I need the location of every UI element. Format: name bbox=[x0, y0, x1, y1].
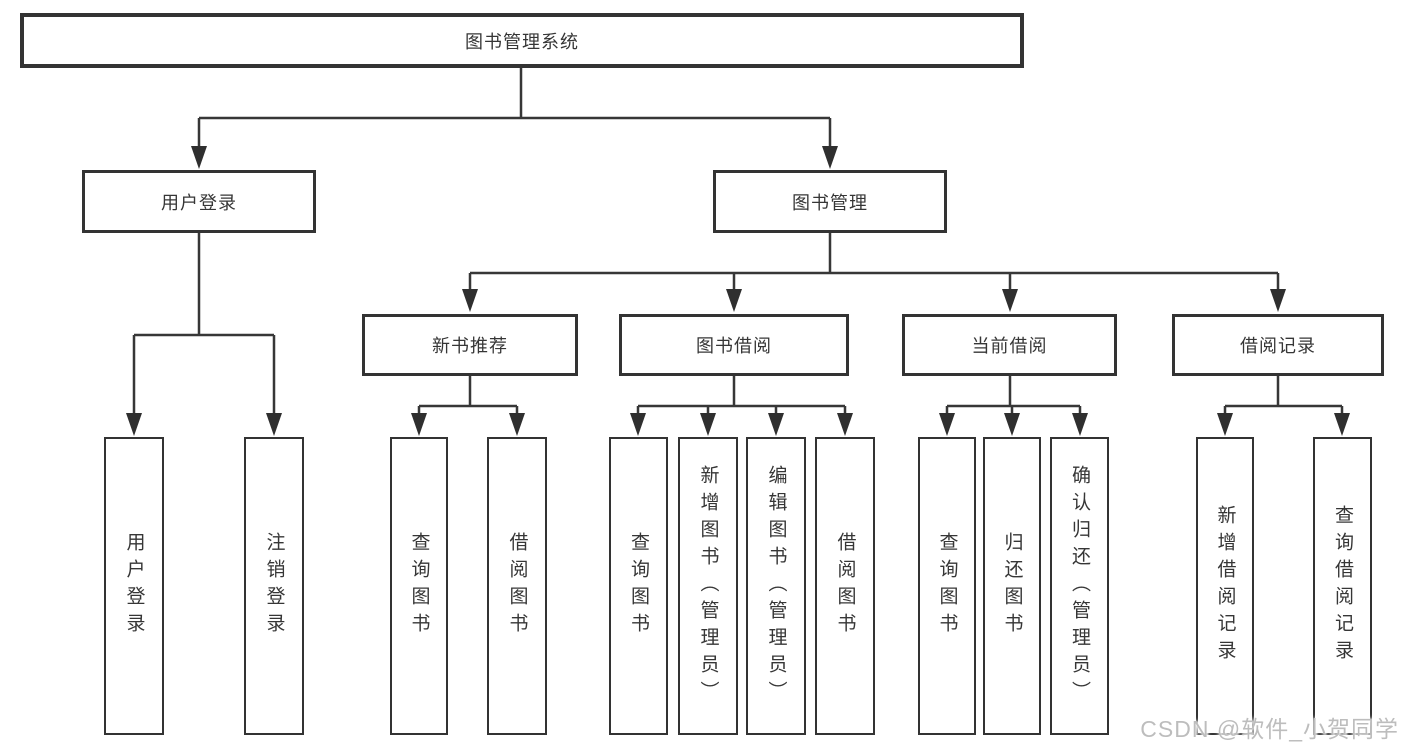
leaf-confirm-return-admin-label: 确认归还（管理员） bbox=[1069, 464, 1090, 708]
node-book-borrow: 图书借阅 bbox=[619, 314, 849, 376]
leaf-query-book-1: 查询图书 bbox=[390, 437, 448, 735]
leaf-borrow-book-1-label: 借阅图书 bbox=[506, 532, 528, 640]
leaf-return-book: 归还图书 bbox=[983, 437, 1041, 735]
node-new-book-recommend: 新书推荐 bbox=[362, 314, 578, 376]
node-borrow-records: 借阅记录 bbox=[1172, 314, 1384, 376]
node-book-borrow-label: 图书借阅 bbox=[696, 336, 772, 356]
leaf-query-book-2-label: 查询图书 bbox=[628, 532, 649, 640]
leaf-add-book-admin: 新增图书（管理员） bbox=[678, 437, 738, 735]
node-current-borrow-label: 当前借阅 bbox=[971, 336, 1048, 356]
arrowheads bbox=[126, 146, 1350, 436]
leaf-query-book-2: 查询图书 bbox=[609, 437, 668, 735]
node-user-login-label: 用户登录 bbox=[161, 192, 237, 213]
leaf-user-login-label: 用户登录 bbox=[123, 532, 145, 640]
node-book-management-label: 图书管理 bbox=[792, 192, 868, 213]
leaf-edit-book-admin-label: 编辑图书（管理员） bbox=[765, 464, 787, 708]
leaf-logout-label: 注销登录 bbox=[263, 532, 285, 640]
leaf-return-book-label: 归还图书 bbox=[1001, 532, 1023, 640]
leaf-user-login: 用户登录 bbox=[104, 437, 164, 735]
leaf-add-book-admin-label: 新增图书（管理员） bbox=[697, 464, 719, 708]
node-root-label: 图书管理系统 bbox=[465, 31, 579, 52]
leaf-query-book-3: 查询图书 bbox=[918, 437, 976, 735]
leaf-add-borrow-record: 新增借阅记录 bbox=[1196, 437, 1254, 735]
leaf-query-book-3-label: 查询图书 bbox=[936, 532, 958, 640]
leaf-confirm-return-admin: 确认归还（管理员） bbox=[1050, 437, 1109, 735]
leaf-borrow-book-2: 借阅图书 bbox=[815, 437, 875, 735]
leaf-query-book-1-label: 查询图书 bbox=[408, 532, 430, 640]
leaf-borrow-book-1: 借阅图书 bbox=[487, 437, 547, 735]
node-root: 图书管理系统 bbox=[20, 13, 1024, 68]
leaf-query-borrow-record: 查询借阅记录 bbox=[1313, 437, 1372, 735]
leaf-add-borrow-record-label: 新增借阅记录 bbox=[1214, 505, 1236, 667]
node-current-borrow: 当前借阅 bbox=[902, 314, 1117, 376]
node-book-management: 图书管理 bbox=[713, 170, 947, 233]
leaf-query-borrow-record-label: 查询借阅记录 bbox=[1332, 505, 1353, 667]
leaf-edit-book-admin: 编辑图书（管理员） bbox=[746, 437, 806, 735]
watermark: CSDN @软件_小贺同学 bbox=[1140, 716, 1399, 742]
node-new-book-recommend-label: 新书推荐 bbox=[432, 336, 508, 356]
leaf-borrow-book-2-label: 借阅图书 bbox=[834, 532, 856, 640]
leaf-logout: 注销登录 bbox=[244, 437, 304, 735]
connector-paths bbox=[132, 68, 1344, 418]
node-user-login: 用户登录 bbox=[82, 170, 316, 233]
node-borrow-records-label: 借阅记录 bbox=[1240, 336, 1316, 356]
